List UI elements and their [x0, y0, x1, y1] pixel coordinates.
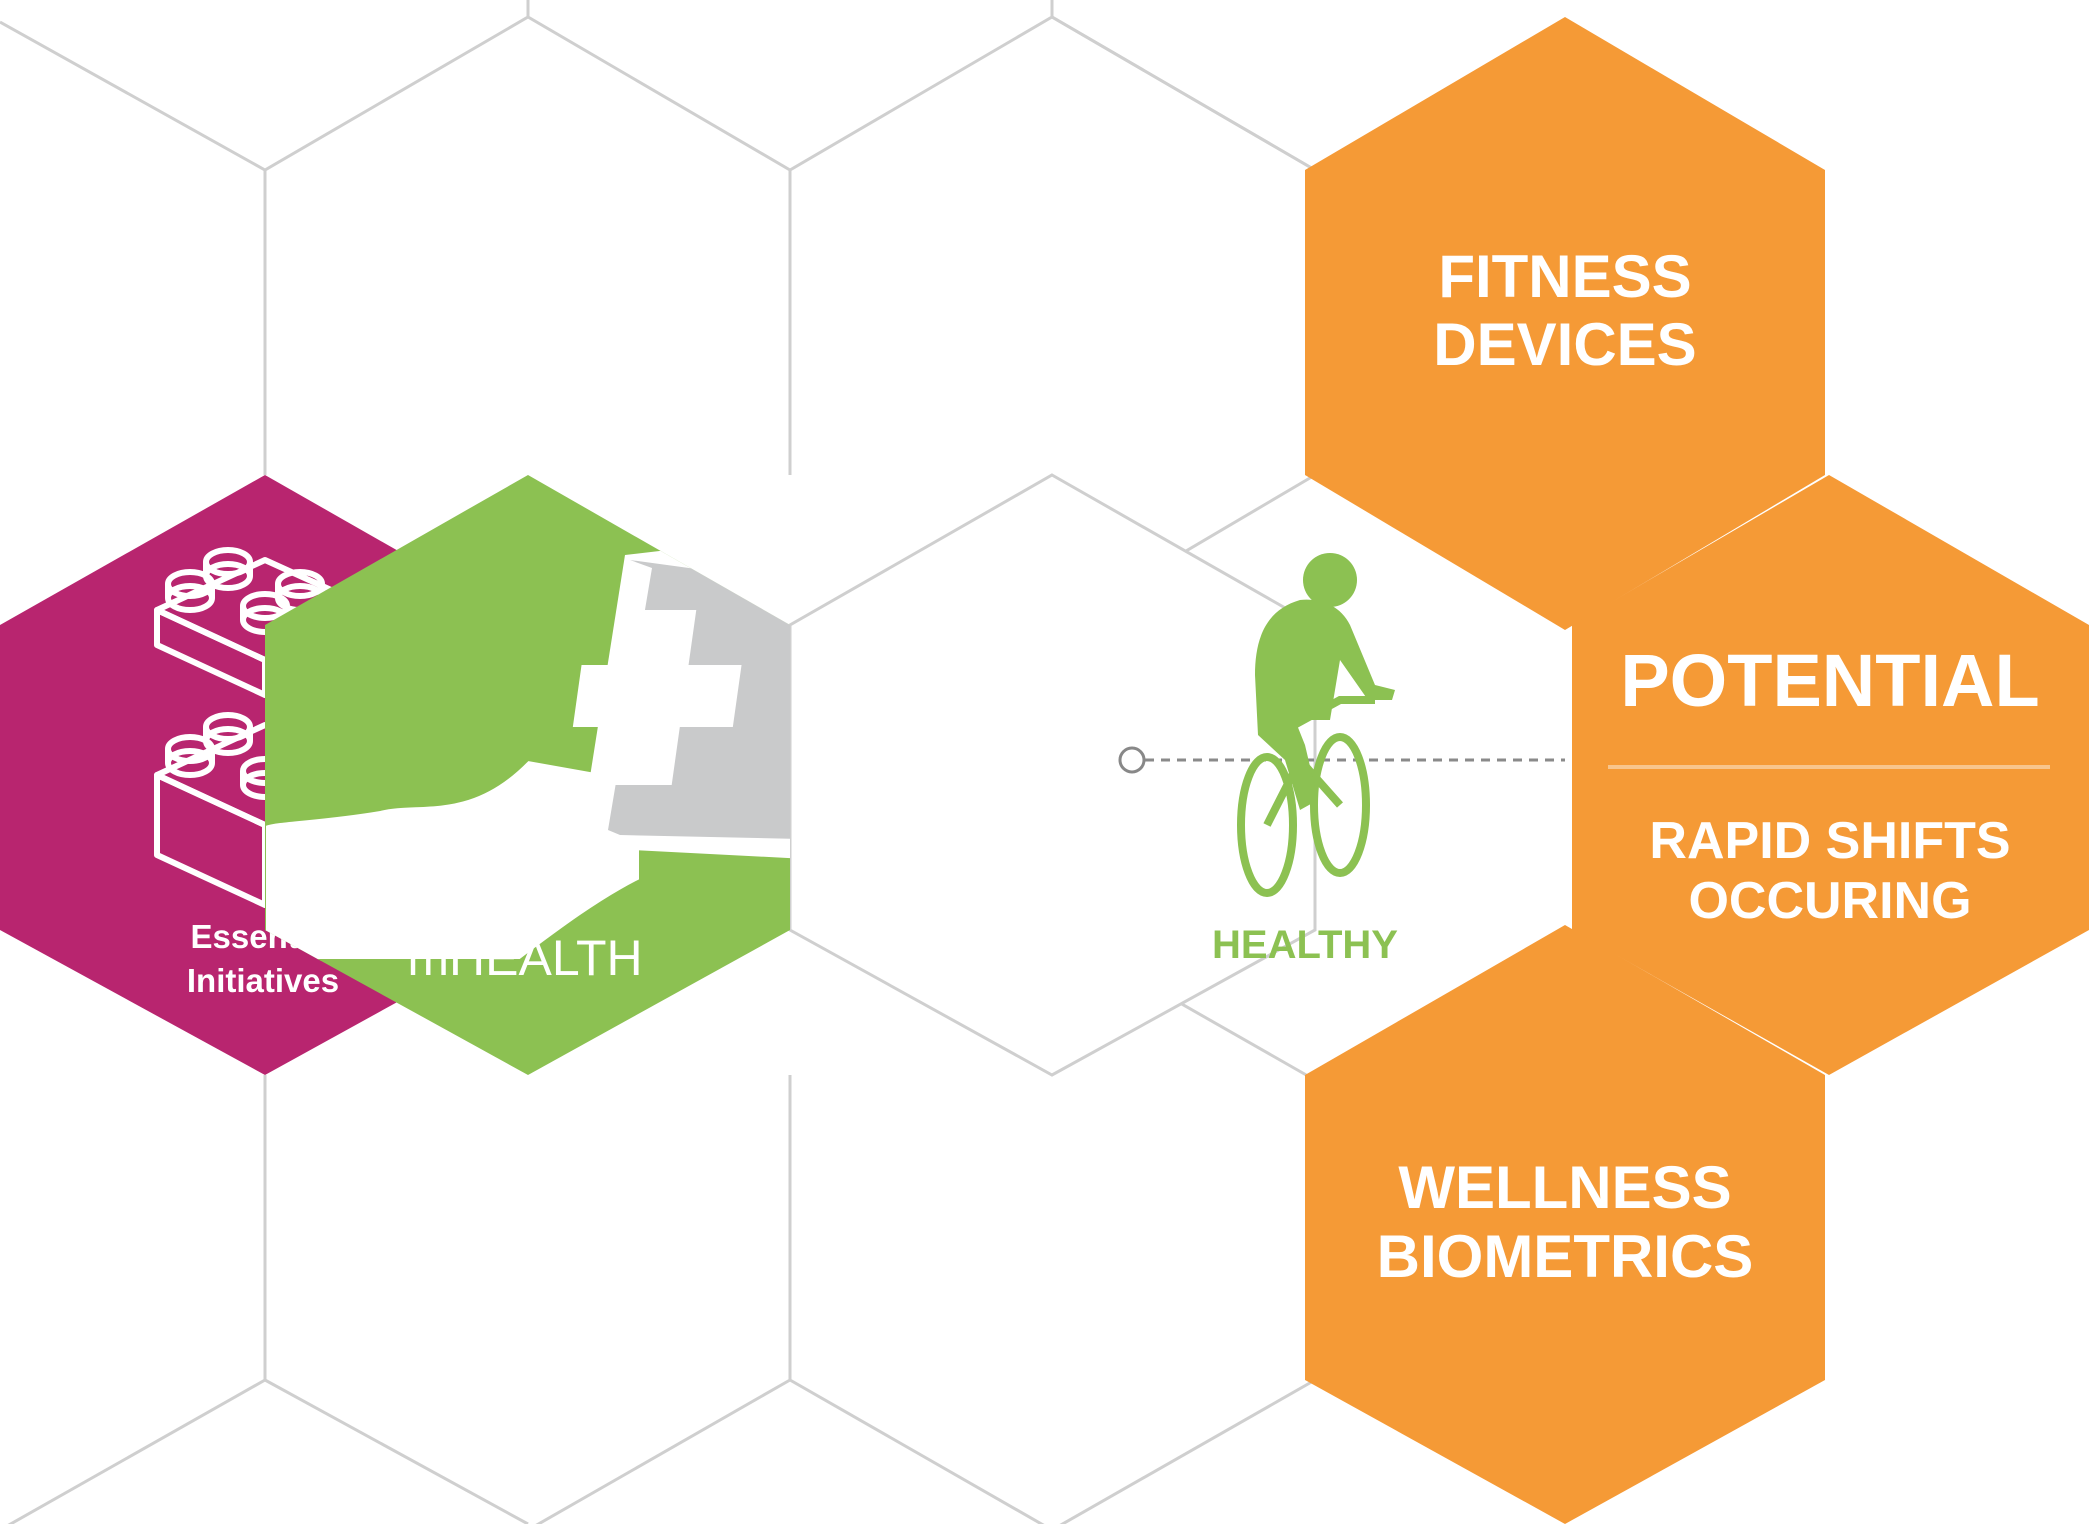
- cyclist-icon: [1237, 553, 1395, 897]
- wellness-biometrics-hex[interactable]: WELLNESS BIOMETRICS: [1305, 925, 1825, 1524]
- connector-line: [1118, 746, 1565, 774]
- tablet-medical-cross-icon: [265, 548, 790, 961]
- mhealth-hex[interactable]: mHEALTH: [265, 475, 1050, 1075]
- wellness-line2: BIOMETRICS: [1377, 1223, 1754, 1290]
- honeycomb-grid: [0, 0, 1316, 1524]
- wellness-line1: WELLNESS: [1398, 1154, 1731, 1221]
- potential-sub-line2: OCCURING: [1688, 872, 1971, 930]
- mhealth-label: mHEALTH: [407, 930, 642, 986]
- healthy-label: HEALTHY: [1212, 923, 1398, 967]
- potential-hex[interactable]: POTENTIAL RAPID SHIFTS OCCURING: [1572, 475, 2089, 1075]
- healthy-hex: [788, 473, 1317, 1077]
- fitness-devices-hex[interactable]: FITNESS DEVICES: [1305, 17, 1825, 630]
- essential-label-line2: Initiatives: [187, 962, 339, 999]
- fitness-line2: DEVICES: [1433, 311, 1696, 378]
- fitness-line1: FITNESS: [1438, 243, 1691, 310]
- potential-title: POTENTIAL: [1620, 639, 2039, 722]
- potential-sub-line1: RAPID SHIFTS: [1649, 812, 2010, 870]
